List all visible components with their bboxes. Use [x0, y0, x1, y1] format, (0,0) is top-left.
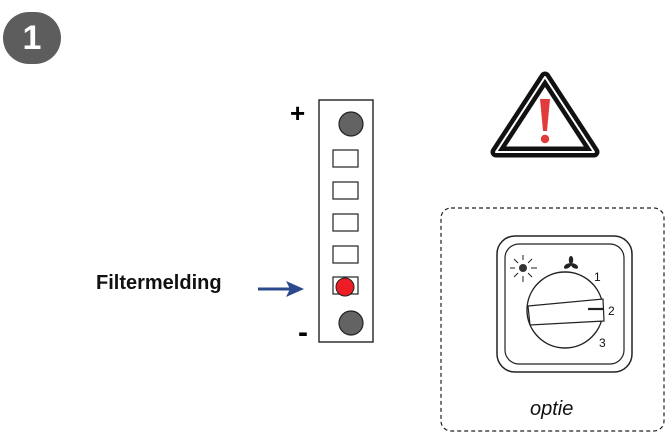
minus-sign: -: [298, 316, 308, 349]
plus-sign: +: [290, 98, 306, 128]
fan-speed-switch[interactable]: [496, 235, 633, 373]
option-box: [440, 207, 665, 432]
warning-icon: [490, 71, 600, 158]
indicator-led-4: [332, 245, 359, 264]
fan-icon: [563, 256, 579, 269]
switch-position-2: 2: [608, 304, 615, 318]
indicator-led-3: [332, 213, 359, 232]
indicator-led-2: [332, 181, 359, 200]
switch-position-3: 3: [599, 336, 606, 350]
indicator-led-1: [332, 149, 359, 168]
arrow-icon: [258, 281, 304, 297]
step-number-badge: 1: [3, 12, 61, 64]
filter-message-label: Filtermelding: [96, 272, 222, 294]
top-button[interactable]: [338, 111, 364, 137]
bottom-button[interactable]: [338, 310, 364, 336]
option-label: optie: [530, 398, 574, 420]
filter-warning-light: [335, 277, 355, 297]
switch-position-1: 1: [594, 270, 601, 284]
indicator-light-icon: [510, 255, 537, 282]
